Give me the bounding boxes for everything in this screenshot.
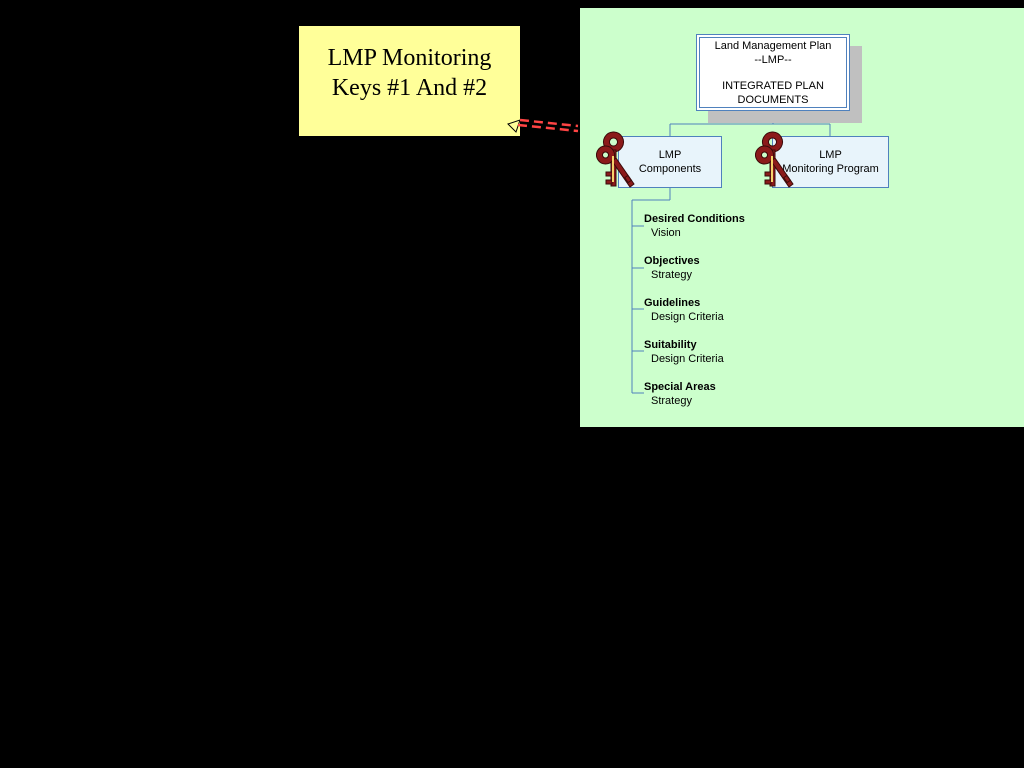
component-title: Objectives <box>644 255 700 267</box>
keys-icon <box>596 131 635 188</box>
list-item: Special Areas Strategy <box>644 380 745 422</box>
org-chart-connectors <box>631 111 831 394</box>
callout-note: LMP Monitoring Keys #1 And #2 <box>299 26 520 136</box>
component-subtitle: Vision <box>651 227 681 239</box>
component-subtitle: Strategy <box>651 269 692 281</box>
root-line-1: Land Management Plan <box>714 40 832 52</box>
callout-connector <box>507 118 579 133</box>
org-chart-panel: Land Management Plan --LMP-- INTEGRATED … <box>580 8 1024 427</box>
connector-dash-1 <box>519 118 579 128</box>
component-title: Desired Conditions <box>644 213 745 225</box>
root-line-2: --LMP-- <box>754 54 792 66</box>
component-title: Guidelines <box>644 297 701 309</box>
component-subtitle: Design Criteria <box>651 353 724 365</box>
monitoring-line-1: LMP <box>819 149 842 161</box>
root-spacer <box>697 67 849 79</box>
connector-dash-2 <box>517 123 579 133</box>
callout-line-2: Keys #1 And #2 <box>331 75 488 101</box>
component-subtitle: Design Criteria <box>651 311 724 323</box>
list-item: Suitability Design Criteria <box>644 338 745 380</box>
component-subtitle: Strategy <box>651 395 692 407</box>
lmp-components-box: LMP Components <box>618 136 722 188</box>
components-list: Desired Conditions Vision Objectives Str… <box>644 212 745 422</box>
components-line-2: Components <box>638 163 702 175</box>
root-line-3: INTEGRATED PLAN <box>722 80 824 92</box>
monitoring-line-2: Monitoring Program <box>782 163 879 175</box>
keys-icon <box>755 131 794 188</box>
root-line-4: DOCUMENTS <box>737 94 809 106</box>
component-title: Suitability <box>644 339 697 351</box>
list-item: Desired Conditions Vision <box>644 212 745 254</box>
root-plan-box: Land Management Plan --LMP-- INTEGRATED … <box>696 34 850 111</box>
list-item: Guidelines Design Criteria <box>644 296 745 338</box>
component-title: Special Areas <box>644 381 716 393</box>
lmp-monitoring-box: LMP Monitoring Program <box>772 136 889 188</box>
components-line-1: LMP <box>658 149 682 161</box>
list-item: Objectives Strategy <box>644 254 745 296</box>
callout-line-1: LMP Monitoring <box>327 45 492 71</box>
